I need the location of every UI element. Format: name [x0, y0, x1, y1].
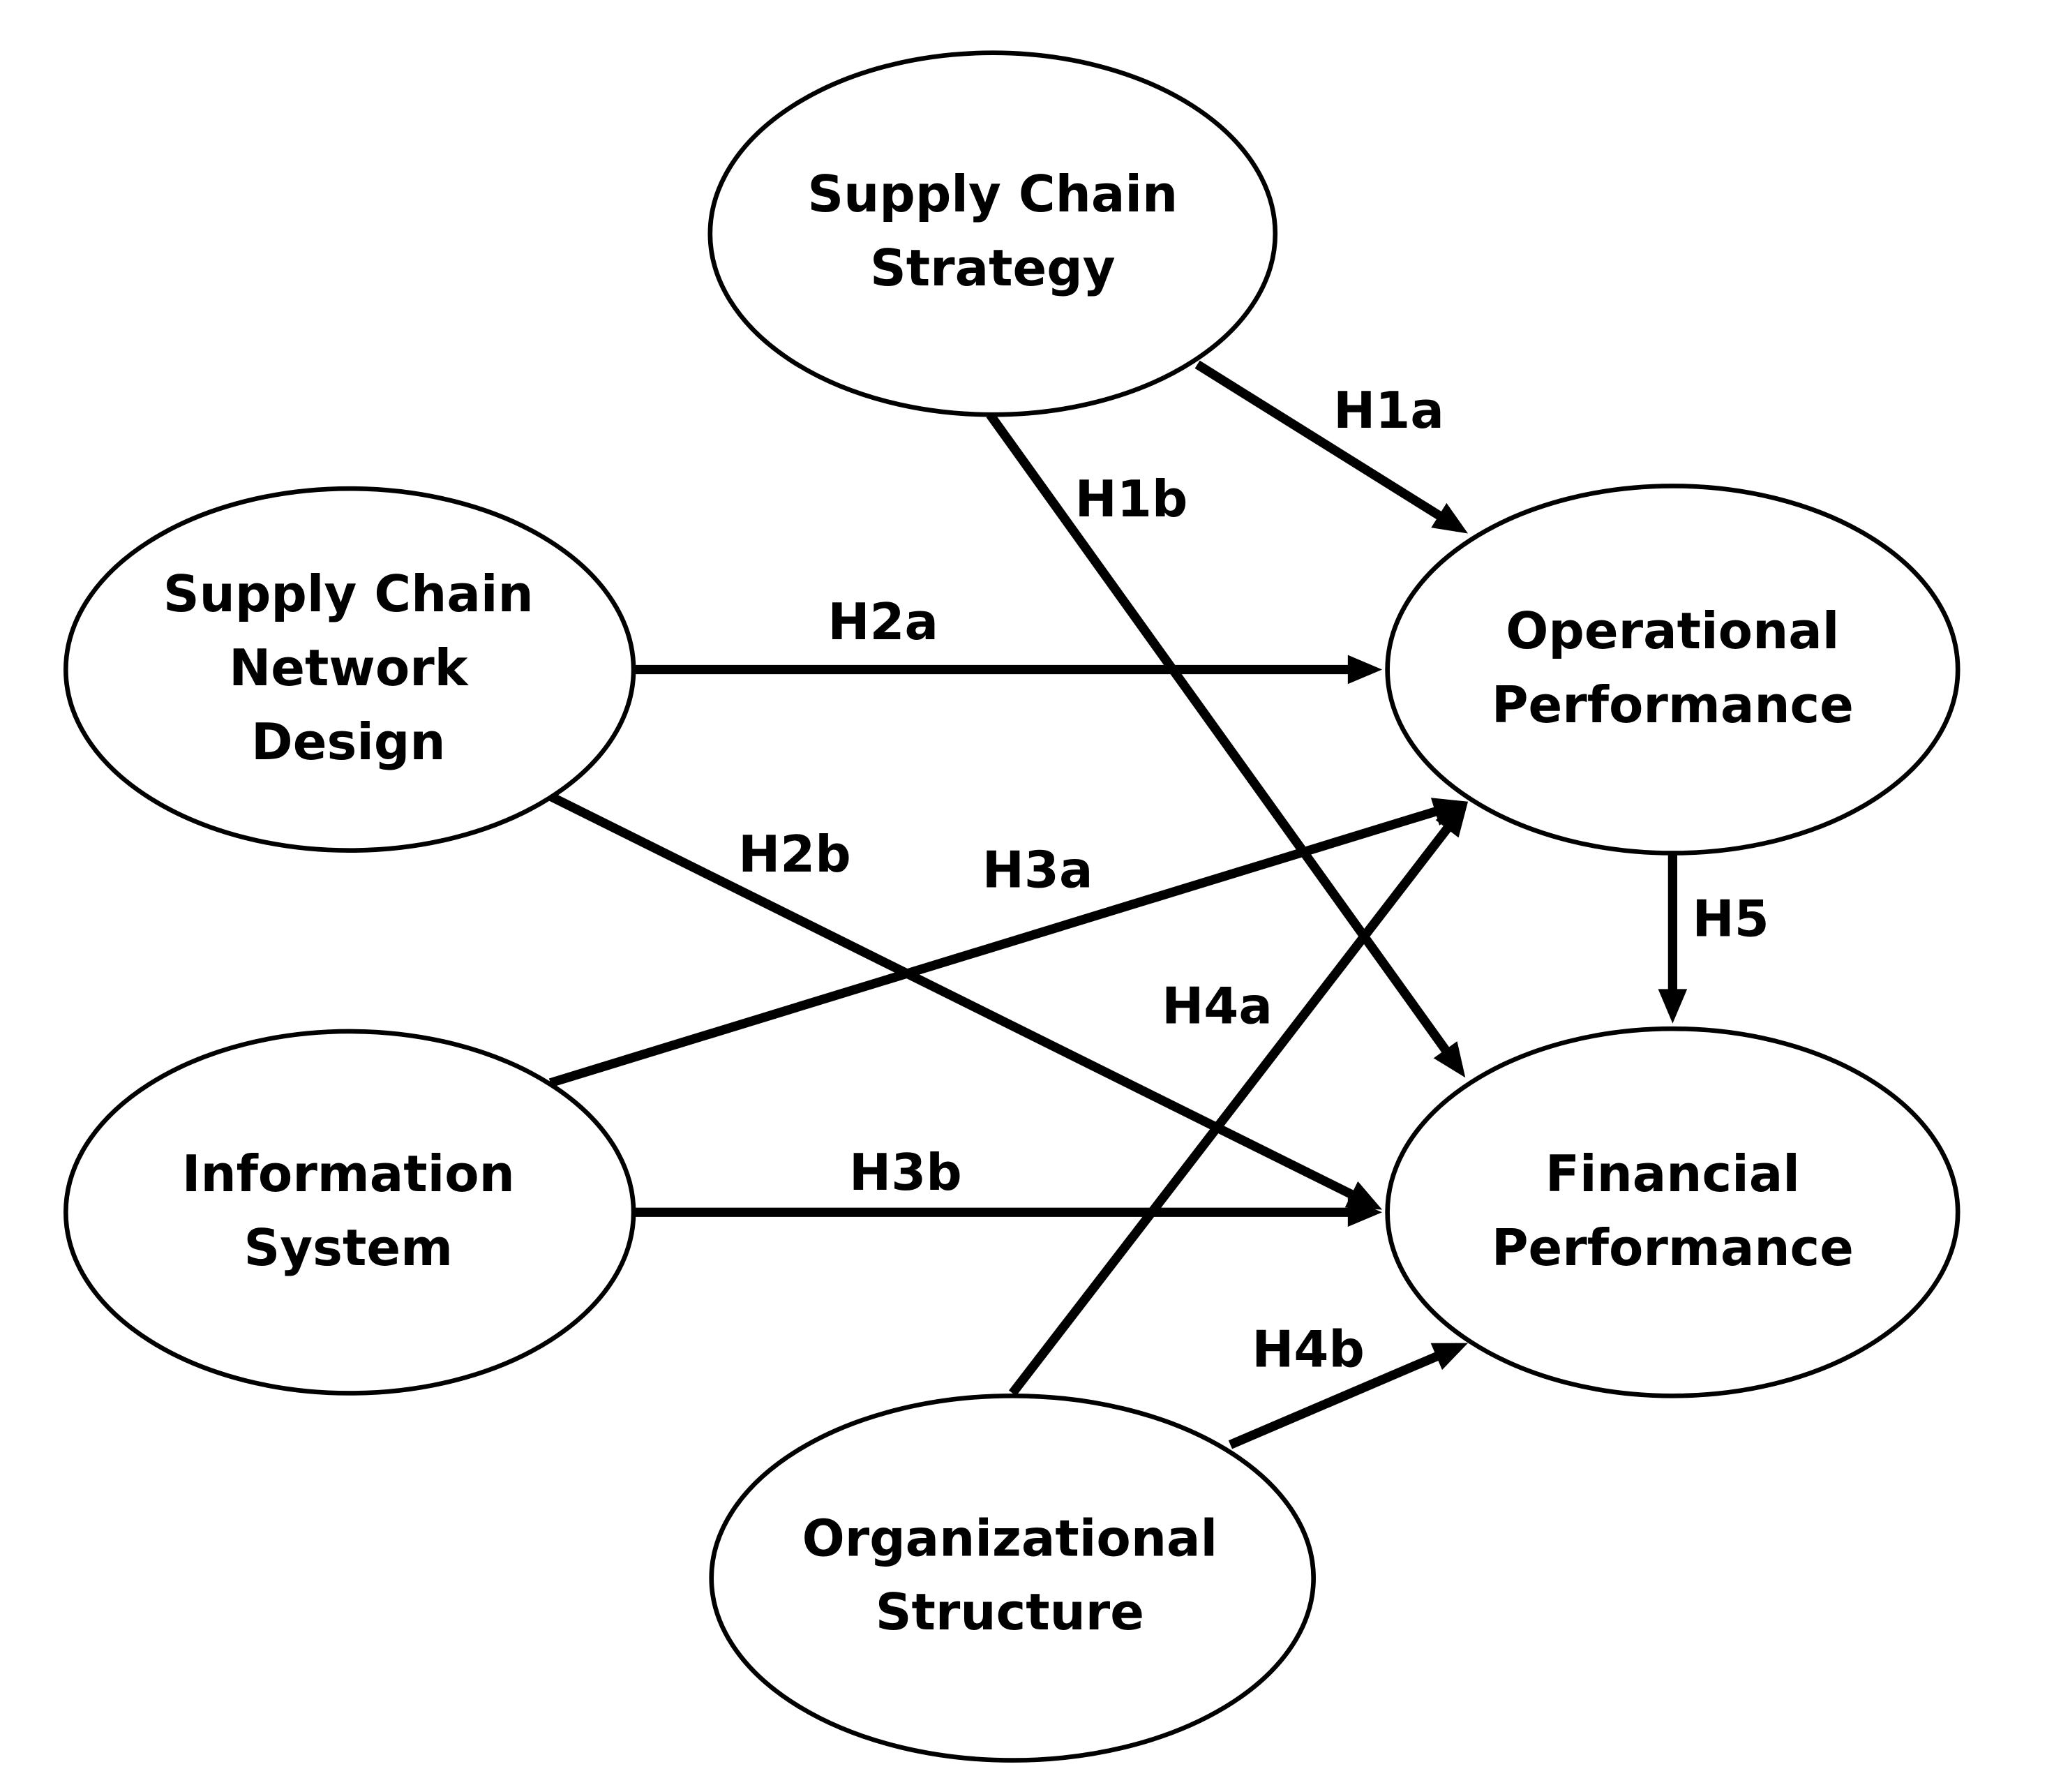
edge-h4b [1228, 1343, 1460, 1449]
node-label: Structure [876, 1583, 1144, 1641]
node-label: Supply Chain [807, 165, 1178, 223]
node-supply-chain-network-design: Supply Chain Network Design [63, 486, 636, 853]
node-operational-performance: Operational Performance [1385, 484, 1961, 856]
edge-label-h1b: H1b [1075, 470, 1188, 528]
node-label: Supply Chain [163, 565, 534, 623]
edge-label-h5: H5 [1693, 890, 1769, 948]
node-ellipse [63, 486, 636, 853]
edge-h3b-arrowhead [1347, 1197, 1383, 1227]
edge-label-h1a: H1a [1333, 381, 1444, 440]
node-ellipse [707, 50, 1278, 417]
edge-h4a [1008, 807, 1466, 1396]
edge-h4b-arrowhead [1430, 1343, 1469, 1371]
arrowheads [1344, 502, 1688, 1371]
edge-h3a [548, 800, 1460, 1088]
edge-label-h3b: H3b [849, 1143, 962, 1202]
edge-label-h2a: H2a [827, 592, 938, 651]
edge-h2b [548, 792, 1375, 1209]
node-label: Operational [1506, 602, 1839, 660]
node-label: Information [182, 1144, 515, 1203]
node-label: Network [229, 639, 470, 697]
edge-h4a-arrowhead [1435, 801, 1469, 838]
node-label: Organizational [802, 1509, 1218, 1567]
node-label: Strategy [870, 239, 1116, 297]
node-ellipse [1385, 1026, 1961, 1398]
node-label: Design [251, 712, 446, 771]
edge-h1a [1194, 360, 1462, 532]
node-label: Performance [1492, 1218, 1854, 1277]
edge-h1b-arrowhead [1433, 1041, 1466, 1078]
edge-label-h2b: H2b [738, 825, 851, 883]
edge-h2a-arrowhead [1347, 655, 1383, 685]
edge-h1b [986, 412, 1463, 1072]
node-label: Financial [1545, 1144, 1800, 1203]
node-organizational-structure: Organizational Structure [709, 1393, 1316, 1763]
edge-label-h3a: H3a [982, 841, 1093, 899]
edges [548, 360, 1678, 1449]
node-label: Performance [1492, 675, 1854, 734]
edge-h5-arrowhead [1658, 989, 1688, 1024]
node-ellipse [1385, 484, 1961, 856]
edge-label-h4b: H4b [1252, 1320, 1365, 1379]
edge-label-h4a: H4a [1162, 977, 1273, 1036]
node-label: System [244, 1218, 453, 1277]
edge-h1a-arrowhead [1431, 502, 1469, 534]
node-supply-chain-strategy: Supply Chain Strategy [707, 50, 1278, 417]
node-financial-performance: Financial Performance [1385, 1026, 1961, 1398]
edge-labels: H1a H1b H2a H2b H3a H3b H4a H4b H5 [738, 381, 1769, 1379]
node-information-system: Information System [63, 1029, 636, 1396]
node-ellipse [709, 1393, 1316, 1763]
node-ellipse [63, 1029, 636, 1396]
